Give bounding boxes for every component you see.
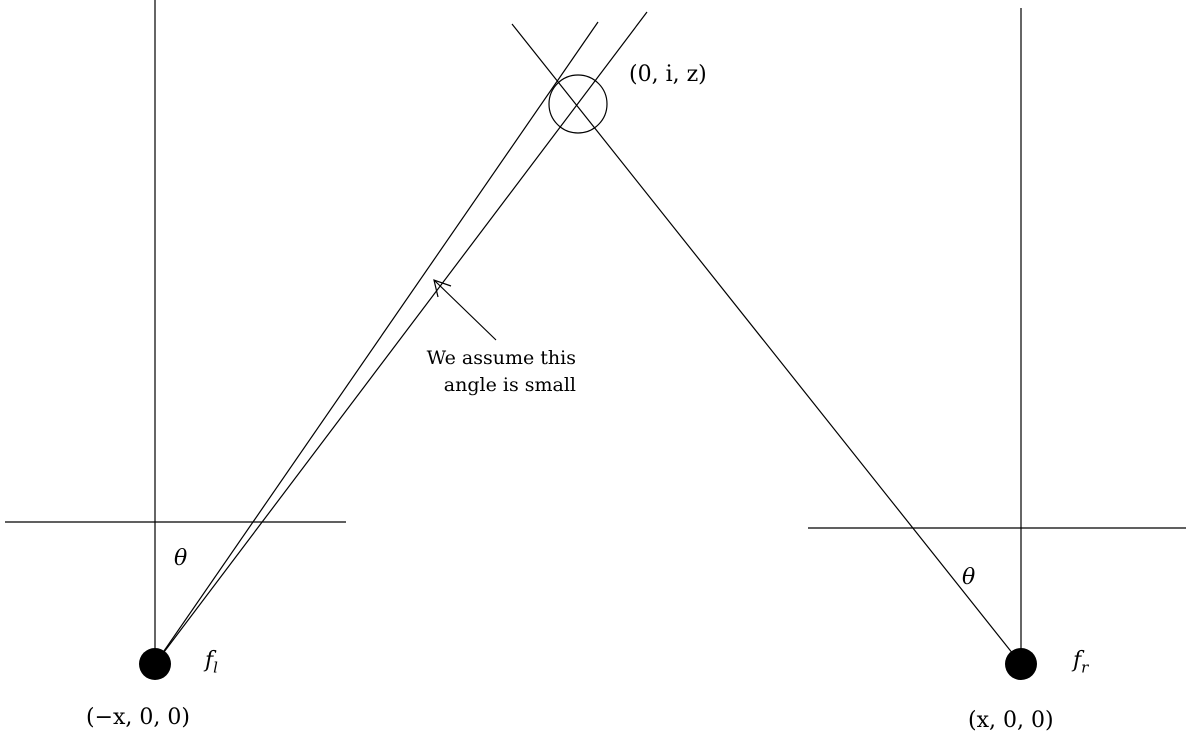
left-camera-center bbox=[139, 648, 171, 680]
small-angle-note: We assume this angle is small bbox=[404, 345, 576, 399]
right-angle-label: θ bbox=[962, 565, 976, 590]
left-ray-outer bbox=[154, 21, 599, 665]
left-angle-label: θ bbox=[174, 546, 188, 571]
right-ray bbox=[511, 23, 1022, 665]
left-camera-coordinate: (−x, 0, 0) bbox=[86, 705, 190, 730]
right-camera-center bbox=[1005, 648, 1037, 680]
right-focus-label: fr bbox=[1073, 648, 1089, 677]
annotation-arrow-head bbox=[433, 279, 452, 298]
intersection-point-label: (0, i, z) bbox=[629, 62, 707, 87]
left-ray-inner bbox=[154, 11, 648, 665]
right-camera-coordinate: (x, 0, 0) bbox=[968, 708, 1054, 733]
small-angle-note-line2: angle is small bbox=[443, 374, 576, 396]
intersection-circle bbox=[548, 74, 608, 134]
small-angle-note-line1: We assume this bbox=[426, 347, 576, 369]
annotation-arrow-shaft bbox=[433, 279, 497, 341]
left-focus-label: fl bbox=[205, 648, 218, 677]
